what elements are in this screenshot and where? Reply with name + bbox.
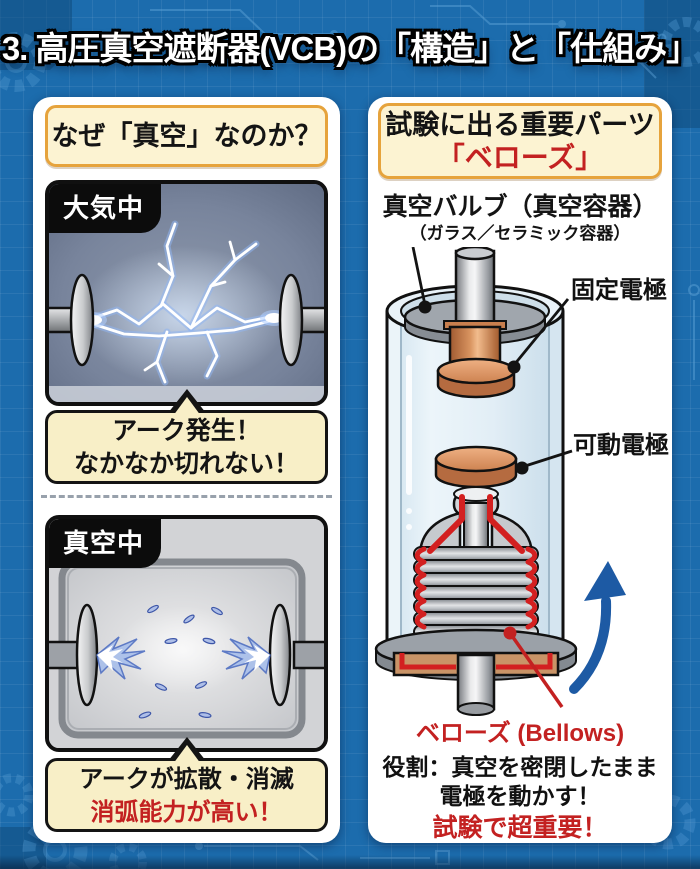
bellows-role-line2: 電極を動かす！ xyxy=(439,783,601,809)
vacuum-tag: 真空中 xyxy=(49,519,162,568)
vacuum-illustration-panel: 真空中 xyxy=(45,515,328,752)
right-heading-box: 試験に出る重要パーツ 「ベローズ」 xyxy=(378,103,662,179)
bellows-panel: 試験に出る重要パーツ 「ベローズ」 真空バルブ（真空容器） （ガラス／セラミック… xyxy=(368,97,672,843)
bellows-rings xyxy=(413,546,539,640)
why-vacuum-panel: なぜ「真空」なのか？ 大気中 xyxy=(33,97,340,843)
bellows-connector xyxy=(503,626,564,709)
glass-highlight xyxy=(406,355,412,495)
bellows-label: ベローズ (Bellows) xyxy=(415,720,625,747)
atmosphere-electrodes xyxy=(49,273,324,367)
atmosphere-tag: 大気中 xyxy=(49,184,162,233)
bellows xyxy=(413,486,539,640)
right-heading-black: 試験に出る重要パーツ xyxy=(385,110,655,140)
bellows-role-line1: 役割：真空を密閉したまま xyxy=(382,754,658,780)
upward-motion-arrow xyxy=(569,561,626,694)
bellows-red-cross-section xyxy=(414,494,538,630)
left-heading-text: なぜ「真空」なのか？ xyxy=(51,121,322,151)
vacuum-arc-illustration xyxy=(49,519,324,748)
atmosphere-callout-line2: なかなか切れない！ xyxy=(73,450,299,478)
vacuum-callout: アークが拡散・消滅 消弧能力が高い！ xyxy=(45,737,328,832)
right-heading-red: 「ベローズ」 xyxy=(436,142,604,173)
arc-glow xyxy=(78,246,288,386)
callout-pointer-fill xyxy=(172,745,201,764)
atmosphere-callout: アーク発生！ なかなか切れない！ xyxy=(45,389,328,484)
vacuum-valve-sublabel: （ガラス／セラミック容器） xyxy=(409,224,631,243)
dashed-divider xyxy=(41,495,332,498)
dispersing-spark-left xyxy=(96,636,146,680)
vacuum-valve-label: 真空バルブ（真空容器） xyxy=(382,193,658,221)
lightning-arc xyxy=(79,220,288,386)
vacuum-callout-black: アークが拡散・消滅 xyxy=(79,766,294,793)
bottom-shaft xyxy=(456,653,496,711)
arc-debris-particles xyxy=(138,604,223,719)
fixed-electrode-label: 固定電極 xyxy=(571,277,667,304)
top-shaft xyxy=(454,247,496,325)
movable-electrode-label: 可動電極 xyxy=(573,432,669,459)
label-connectors xyxy=(411,247,573,475)
vacuum-center-glow xyxy=(117,606,249,694)
base-flange xyxy=(374,628,578,716)
vacuum-callout-red: 消弧能力が高い！ xyxy=(90,799,283,826)
callout-pointer-fill xyxy=(172,397,201,416)
circuit-trace-decorations xyxy=(150,5,700,865)
atmosphere-callout-line1: アーク発生！ xyxy=(112,417,261,445)
dispersing-spark-right xyxy=(221,636,271,680)
exam-important-note: 試験で超重要！ xyxy=(432,814,608,842)
page-title: 3. 高圧真空遮断器(VCB)の「構造」と「仕組み」 xyxy=(1,30,699,67)
left-heading-box: なぜ「真空」なのか？ xyxy=(45,105,328,167)
atmosphere-illustration-panel: 大気中 xyxy=(45,180,328,406)
atmosphere-arc-illustration xyxy=(49,184,324,402)
flange-red-cross-section xyxy=(399,653,553,670)
vacuum-interrupter-diagram xyxy=(374,247,626,716)
